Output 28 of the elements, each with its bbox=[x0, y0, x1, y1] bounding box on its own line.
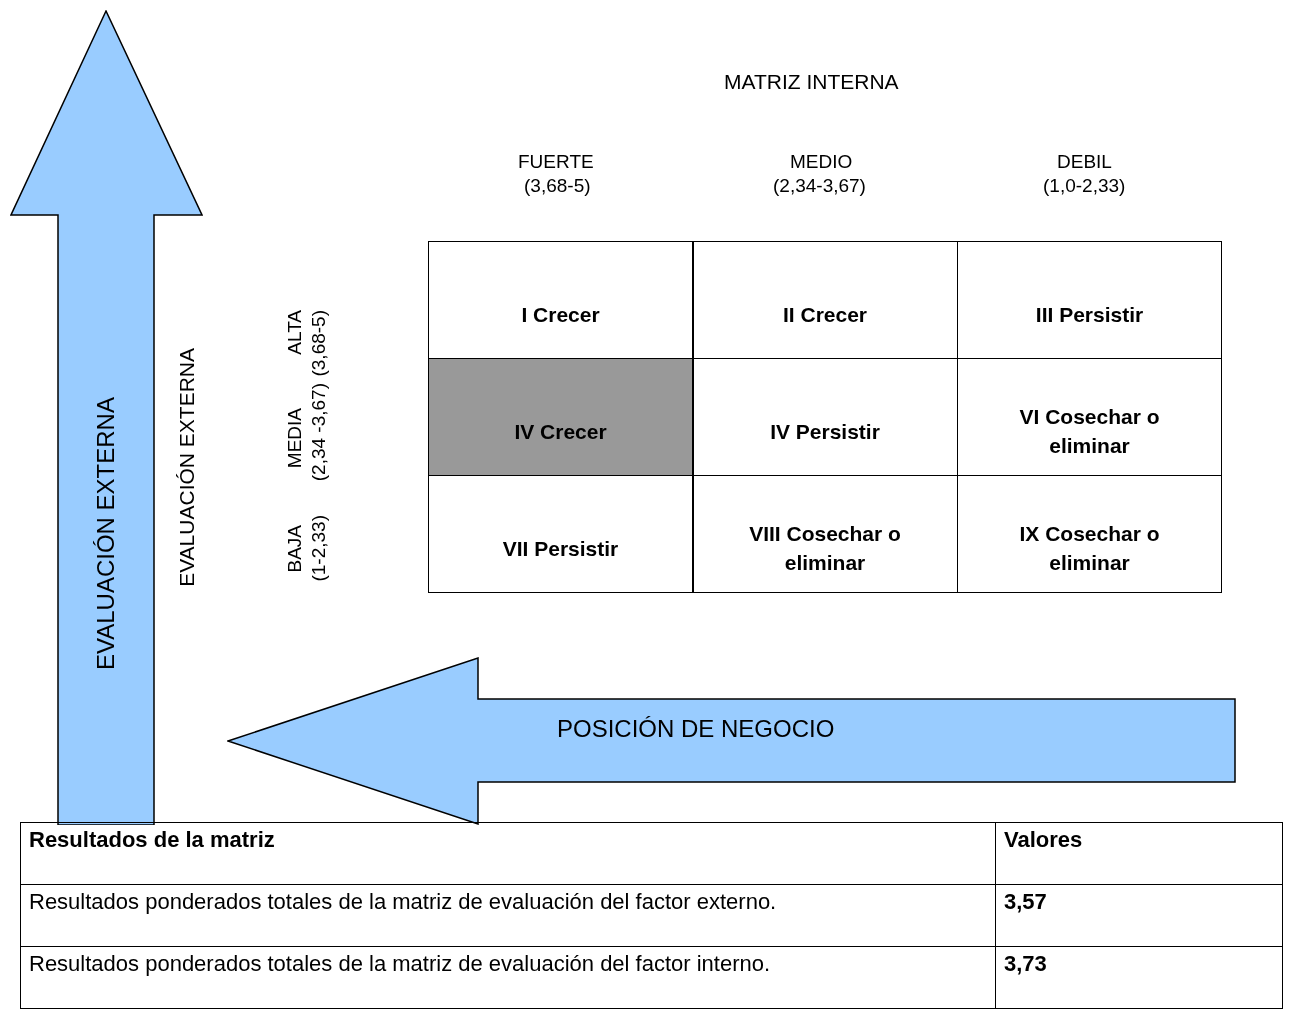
matrix-cell: VII Persistir bbox=[428, 475, 693, 593]
row-range: (1-2,33) bbox=[308, 515, 330, 582]
matrix-cell: II Crecer bbox=[692, 241, 958, 359]
matrix-cell: III Persistir bbox=[957, 241, 1222, 359]
table-cell: 3,73 bbox=[995, 946, 1283, 1009]
column-range: (3,68-5) bbox=[524, 175, 591, 197]
table-header: Resultados de la matriz bbox=[20, 822, 996, 885]
table-header: Valores bbox=[995, 822, 1283, 885]
matrix-cell: VIII Cosechar o eliminar bbox=[692, 475, 958, 593]
axis-label: EVALUACIÓN EXTERNA bbox=[175, 348, 199, 587]
table-cell: Resultados ponderados totales de la matriz de evaluación del factor externo. bbox=[20, 884, 996, 947]
matrix-title: MATRIZ INTERNA bbox=[724, 70, 899, 94]
column-heading: DEBIL bbox=[1057, 151, 1112, 173]
row-heading: MEDIA bbox=[284, 408, 306, 469]
matrix-cell: IV Crecer bbox=[428, 358, 693, 476]
matrix-cell: IX Cosechar o eliminar bbox=[957, 475, 1222, 593]
column-range: (2,34-3,67) bbox=[773, 175, 866, 197]
arrow-label: EVALUACIÓN EXTERNA bbox=[92, 396, 120, 670]
arrow-label: POSICIÓN DE NEGOCIO bbox=[557, 715, 835, 743]
column-heading: MEDIO bbox=[790, 151, 853, 173]
row-heading: ALTA bbox=[284, 310, 306, 355]
table-cell: Resultados ponderados totales de la matriz de evaluación del factor interno. bbox=[20, 946, 996, 1009]
column-range: (1,0-2,33) bbox=[1043, 175, 1126, 197]
table-cell: 3,57 bbox=[995, 884, 1283, 947]
row-range: (3,68-5) bbox=[308, 310, 330, 377]
row-heading: BAJA bbox=[284, 525, 306, 573]
column-heading: FUERTE bbox=[518, 151, 594, 173]
row-range: (2,34 -3,67) bbox=[308, 383, 330, 482]
